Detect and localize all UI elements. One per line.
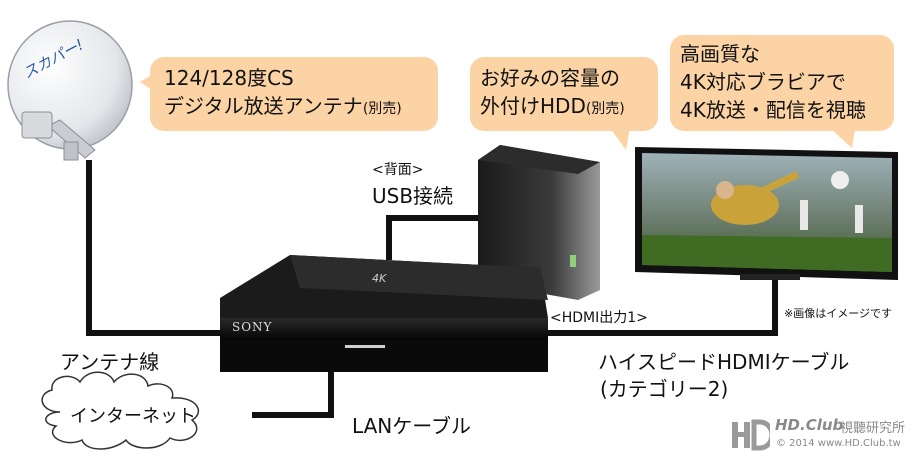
tv-callout-tail — [830, 128, 855, 148]
antenna-callout: 124/128度CS デジタル放送アンテナ(別売) — [150, 57, 438, 131]
antenna-cable-label: アンテナ線 — [60, 350, 160, 374]
image-note-label: ※画像はイメージです — [784, 307, 892, 320]
antenna-cable-horizontal — [86, 330, 226, 336]
usb-connection-label: USB接続 — [372, 184, 454, 208]
antenna-callout-line1: 124/128度CS — [164, 66, 294, 90]
antenna-callout-note: (別売) — [362, 101, 402, 117]
hdmi-cable-vertical — [772, 280, 778, 336]
hdmi-category-label: (カテゴリー2) — [600, 377, 729, 401]
watermark-copy: © 2014 www.HD.Club.tw — [776, 438, 901, 449]
hdd-callout-line2: 外付けHDD — [480, 94, 586, 118]
hdmi-cable-label: ハイスピードHDMIケーブル — [598, 350, 850, 374]
antenna-cable-vertical — [86, 160, 92, 336]
watermark-brand: HD.Club — [775, 416, 844, 434]
hdd-callout-note: (別売) — [585, 101, 625, 117]
usb-cable-horizontal — [386, 215, 490, 221]
rear-label: <背面> — [372, 162, 424, 178]
tv-callout-line2: 4K対応ブラビアで — [680, 70, 846, 94]
hdd-callout-tail — [610, 128, 630, 150]
lan-cable-horizontal — [252, 412, 334, 418]
internet-label: インターネット — [70, 406, 196, 427]
hdd-callout: お好みの容量の 外付けHDD(別売) — [470, 57, 658, 131]
tv-callout-line3: 4K放送・配信を視聴 — [680, 98, 866, 122]
lan-cable-vertical — [328, 372, 334, 416]
hdmi-output-label: <HDMI出力1> — [550, 310, 648, 326]
watermark-cn: 視聽研究所 — [840, 421, 906, 436]
device-brand-logo: SONY — [232, 320, 273, 334]
hdclub-logo-icon — [732, 419, 770, 451]
hdd-callout-line1: お好みの容量の — [480, 66, 620, 90]
antenna-callout-line2: デジタル放送アンテナ — [164, 94, 363, 118]
hdmi-cable-horizontal — [548, 330, 778, 336]
tv-callout-line1: 高画質な — [680, 42, 760, 66]
tv-callout: 高画質な 4K対応ブラビアで 4K放送・配信を視聴 — [670, 35, 894, 131]
lan-cable-label: LANケーブル — [352, 414, 472, 438]
antenna-logo: スカパー! — [19, 35, 87, 83]
usb-cable-vertical — [386, 215, 392, 260]
watermark-logo: HD.Club 視聽研究所 © 2014 www.HD.Club.tw — [730, 416, 910, 456]
device-4k-badge: 4K — [372, 272, 387, 285]
